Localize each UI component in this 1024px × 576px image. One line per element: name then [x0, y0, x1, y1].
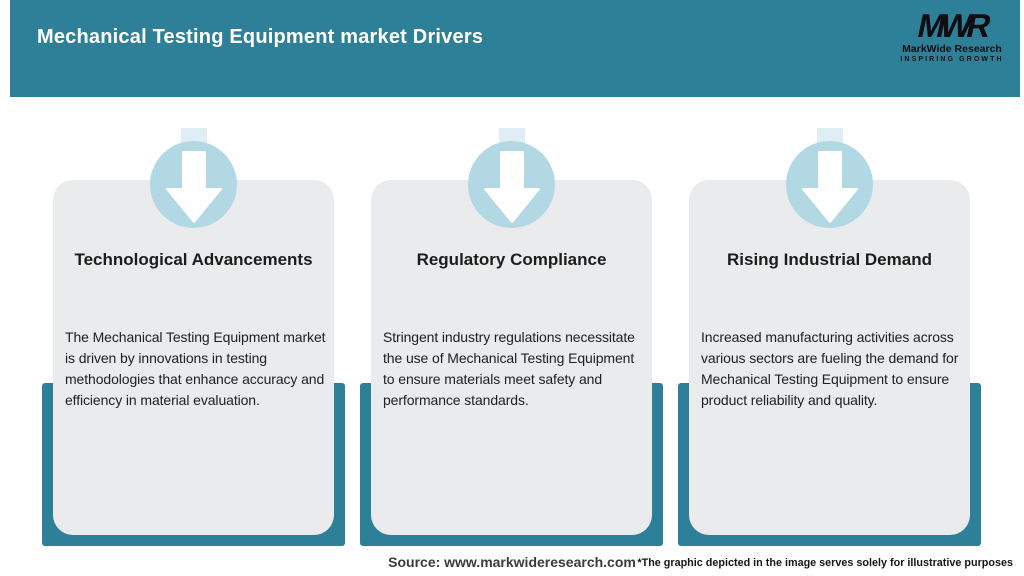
down-arrow-icon [483, 151, 540, 223]
source-text: Source: www.markwideresearch.com [388, 554, 636, 570]
card-title: Technological Advancements [74, 250, 313, 269]
card-title: Rising Industrial Demand [727, 250, 932, 269]
card-body: Regulatory Compliance Stringent industry… [371, 180, 652, 535]
logo-name: MarkWide Research [902, 43, 1002, 55]
driver-card-regulatory-compliance: Regulatory Compliance Stringent industry… [360, 0, 663, 576]
header-bar: Mechanical Testing Equipment market Driv… [10, 0, 1020, 97]
card-body: Technological Advancements The Mechanica… [53, 180, 334, 535]
card-description: Stringent industry regulations necessita… [383, 329, 635, 408]
card-title: Regulatory Compliance [416, 250, 607, 269]
driver-card-technological-advancements: Technological Advancements The Mechanica… [42, 0, 345, 576]
driver-card-rising-industrial-demand: Rising Industrial Demand Increased manuf… [678, 0, 981, 576]
markwide-logo: MWR MarkWide Research INSPIRING GROWTH [898, 7, 1006, 63]
logo-tagline: INSPIRING GROWTH [900, 56, 1004, 63]
card-description: Increased manufacturing activities acros… [701, 329, 959, 408]
card-body: Rising Industrial Demand Increased manuf… [689, 180, 970, 535]
page-title: Mechanical Testing Equipment market Driv… [37, 26, 484, 48]
down-arrow-icon [801, 151, 858, 223]
card-description: The Mechanical Testing Equipment market … [65, 329, 326, 408]
down-arrow-icon [165, 151, 222, 223]
disclaimer-text: *The graphic depicted in the image serve… [637, 557, 1013, 569]
